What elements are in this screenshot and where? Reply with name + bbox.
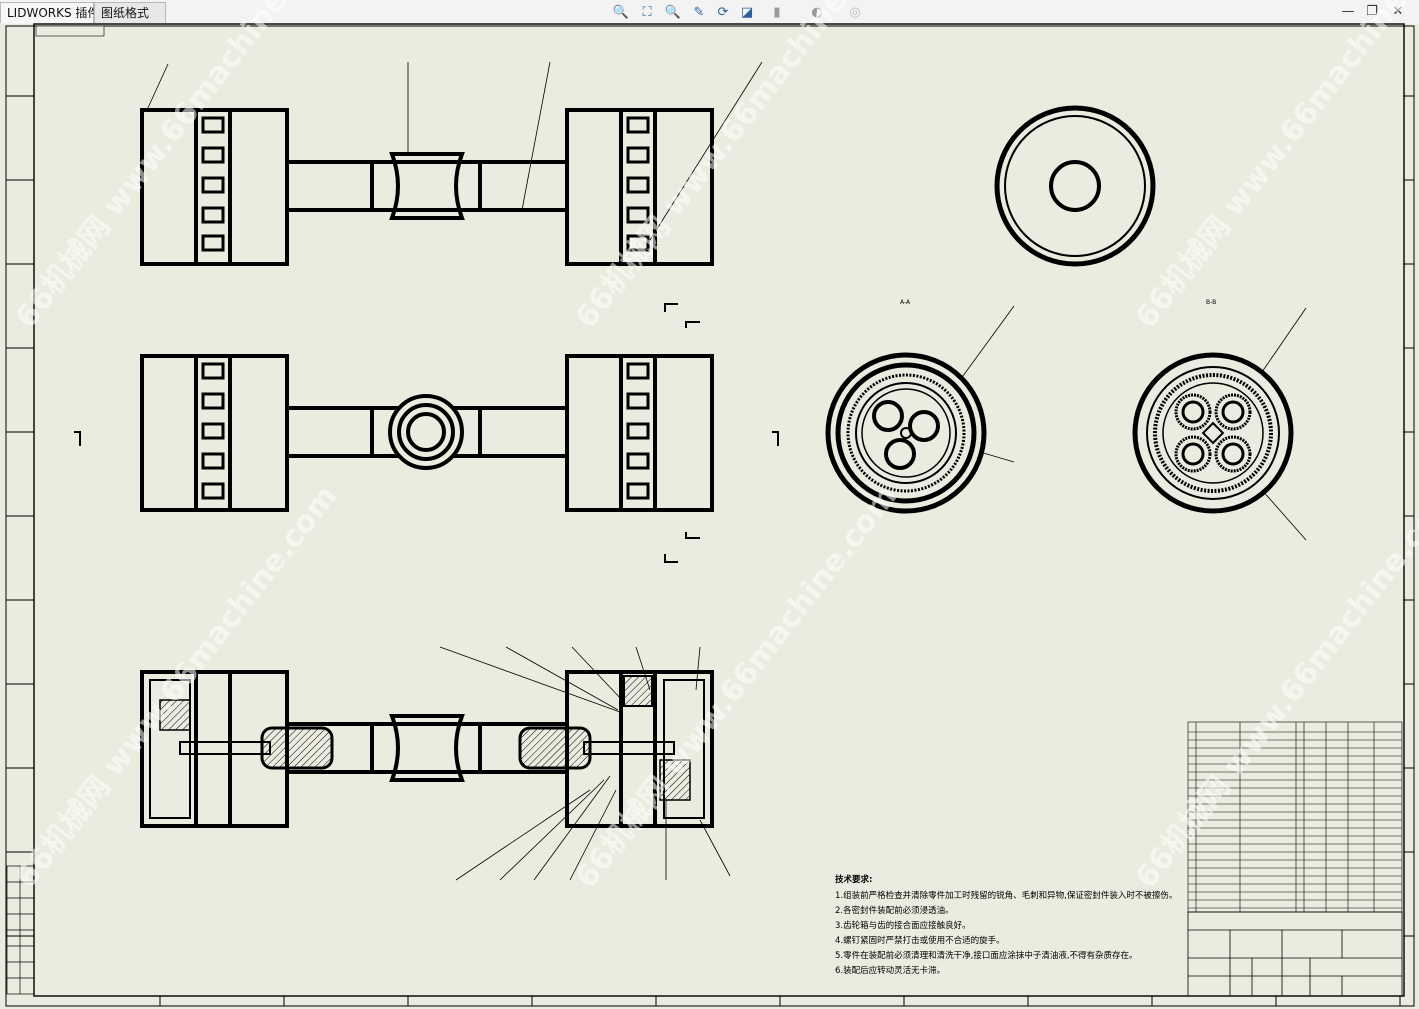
drawing-view-front[interactable] — [74, 303, 779, 563]
hide-show-icon[interactable]: ▮ — [773, 5, 781, 20]
drawing-view-end[interactable] — [994, 105, 1156, 267]
tech-req-line: 5.零件在装配前必须清理和清洗干净,接口面应涂抹中子清油液,不得有杂质存在。 — [835, 950, 1138, 961]
tech-req-line: 1.组装前严格检查并清除零件加工时残留的锐角、毛刺和异物,保证密封件装入时不被擦… — [835, 890, 1177, 901]
display-style-icon[interactable]: ◪ — [740, 5, 754, 20]
restore-icon[interactable]: ❐ — [1366, 4, 1378, 19]
tech-req-line: 2.各密封件装配前必须浸透油。 — [835, 905, 954, 916]
zoom-area-icon[interactable]: ⛶ — [642, 5, 652, 20]
tech-req-line: 4.螺钉紧固时严禁打击或使用不合适的旋手。 — [835, 935, 1005, 946]
bill-of-materials-table[interactable] — [1187, 721, 1403, 913]
tech-req-title: 技术要求: — [835, 874, 872, 885]
title-block[interactable] — [1187, 911, 1403, 997]
apply-scene-icon[interactable]: ◎ — [849, 5, 861, 20]
drawing-view-top[interactable] — [140, 61, 763, 266]
drawing-view-section[interactable] — [140, 646, 731, 881]
edit-appearance-icon[interactable]: ◐ — [811, 5, 823, 20]
technical-requirements: 技术要求: 1.组装前严格检查并清除零件加工时残留的锐角、毛刺和异物,保证密封件… — [835, 874, 1177, 976]
zone-ticks — [6, 95, 1414, 1006]
zoom-previous-icon[interactable]: 🔍 — [664, 5, 682, 20]
tech-req-line: 6.装配后应转动灵活无卡滞。 — [835, 965, 945, 976]
sketch-pen-icon[interactable]: ✎ — [693, 5, 705, 20]
drawing-view-section-a[interactable]: A-A — [825, 299, 1015, 514]
sheet-background — [0, 24, 1419, 1009]
tab-sheet-format[interactable]: 图纸格式 — [94, 2, 166, 23]
top-toolbar: LIDWORKS 插件 图纸格式 🔍 ⛶ 🔍 ✎ ⟳ ◪ ▮ ◐ ◎ — ❐ ✕ — [0, 0, 1419, 25]
close-icon[interactable]: ✕ — [1392, 4, 1404, 19]
heads-up-view-toolbar: 🔍 ⛶ 🔍 ✎ ⟳ ◪ ▮ ◐ ◎ — [608, 4, 878, 22]
svg-text:B-B: B-B — [1206, 299, 1216, 306]
drawing-view-section-b[interactable]: B-B — [1132, 299, 1307, 541]
sheet-tab-label — [35, 25, 105, 37]
revision-table — [6, 865, 35, 995]
minimize-icon[interactable]: — — [1341, 4, 1355, 19]
tech-req-line: 3.齿轮箱与齿的接合面应接触良好。 — [835, 920, 971, 931]
zoom-fit-icon[interactable]: 🔍 — [612, 5, 630, 20]
tab-solidworks-addins[interactable]: LIDWORKS 插件 — [0, 2, 99, 23]
rotate-view-icon[interactable]: ⟳ — [717, 5, 729, 20]
svg-text:A-A: A-A — [900, 299, 911, 306]
